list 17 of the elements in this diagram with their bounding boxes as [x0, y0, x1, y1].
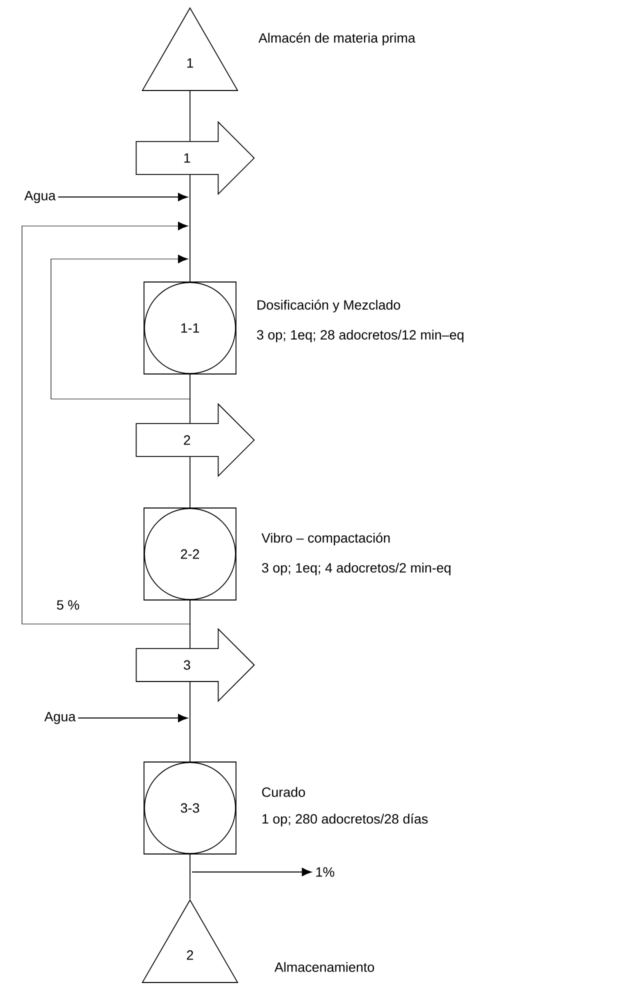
- step-description: Curado: [262, 787, 305, 797]
- flow-line: [192, 868, 312, 876]
- flow-line: [50, 254, 190, 400]
- step-description: Vibro – compactación: [262, 532, 390, 546]
- step-description: 3 op; 1eq; 28 adocretos/12 min–eq: [256, 330, 464, 342]
- flow-line: [78, 714, 188, 722]
- flow-line: [58, 192, 188, 202]
- edge-label: 5 %: [55, 599, 81, 611]
- step-description: 1 op; 280 adocretos/28 días: [262, 814, 428, 826]
- flow-label: Agua: [24, 191, 56, 204]
- flow-line: [22, 222, 190, 624]
- step-description: 3 op; 1eq; 4 adocretos/2 min-eq: [262, 562, 450, 576]
- flow-label: 1%: [316, 867, 334, 877]
- step-description: Almacenamiento: [274, 962, 374, 972]
- flow-label: Agua: [44, 712, 76, 724]
- step-description: Dosificación y Mezclado: [258, 300, 400, 312]
- step-description: Almacén de materia prima: [258, 32, 416, 46]
